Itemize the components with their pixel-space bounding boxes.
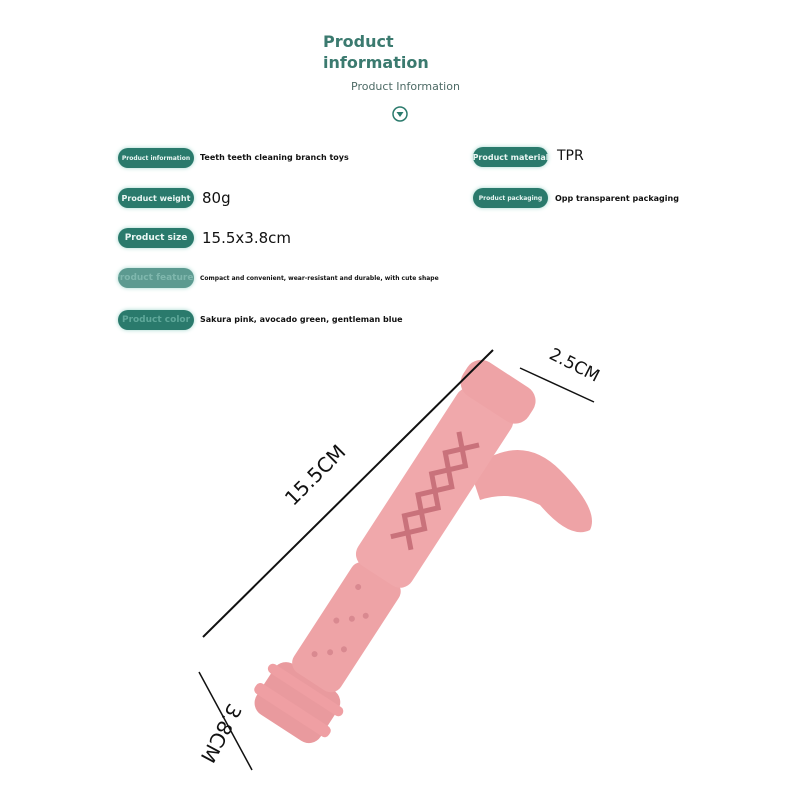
spec-value-material: TPR bbox=[557, 148, 584, 164]
page-subtitle: Product Information bbox=[351, 80, 460, 93]
spec-label-weight: Product weight bbox=[118, 188, 194, 208]
spec-value-features: Compact and convenient, wear-resistant a… bbox=[200, 275, 439, 282]
width-dimension-line bbox=[519, 367, 595, 403]
spec-label-features: Product features bbox=[118, 268, 194, 288]
spec-label-color: Product color bbox=[118, 310, 194, 330]
page-title: Product information bbox=[323, 32, 429, 72]
chevron-down-circle-icon bbox=[392, 106, 408, 122]
diameter-label: 3.8CM bbox=[196, 700, 247, 767]
spec-label-material: Product material bbox=[473, 147, 548, 167]
width-label: 2.5CM bbox=[546, 344, 603, 386]
length-dimension-line bbox=[202, 349, 494, 638]
length-label: 15.5CM bbox=[280, 440, 351, 511]
spec-value-weight: 80g bbox=[202, 189, 231, 207]
spec-value-information: Teeth teeth cleaning branch toys bbox=[200, 153, 349, 162]
spec-label-size: Product size bbox=[118, 228, 194, 248]
spec-value-color: Sakura pink, avocado green, gentleman bl… bbox=[200, 315, 403, 324]
spec-label-packaging: Product packaging bbox=[473, 188, 548, 208]
diameter-dimension-line bbox=[198, 671, 253, 771]
spec-value-packaging: Opp transparent packaging bbox=[555, 194, 679, 203]
spec-label-information: Product information bbox=[118, 148, 194, 168]
spec-value-size: 15.5x3.8cm bbox=[202, 229, 291, 247]
toy-image bbox=[254, 359, 592, 744]
